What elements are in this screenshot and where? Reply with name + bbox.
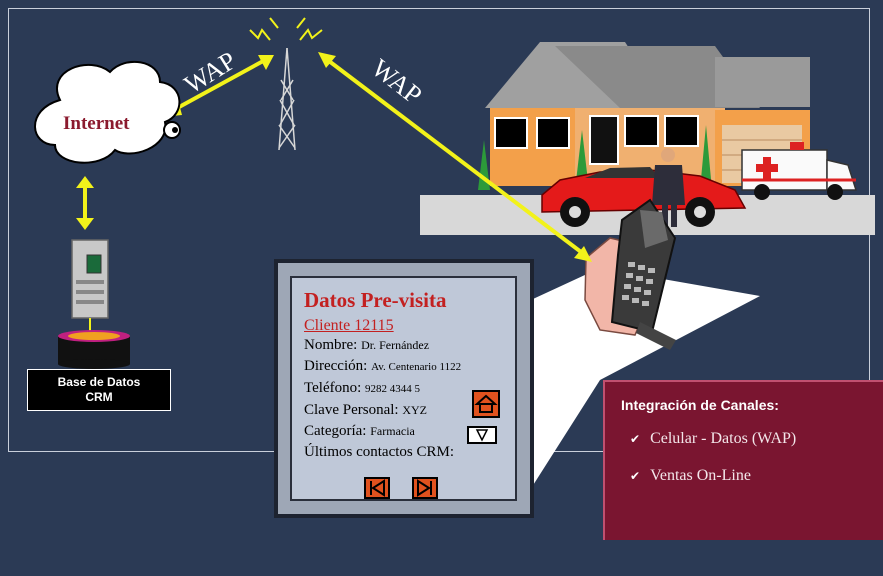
field-direccion: Dirección: Av. Centenario 1122: [304, 356, 515, 378]
database-icon: [58, 330, 130, 369]
field-value: 9282 4344 5: [365, 383, 420, 395]
field-value: Farmacia: [370, 424, 415, 438]
home-icon: [474, 392, 498, 416]
field-label: Clave Personal:: [304, 402, 399, 418]
ambulance-icon: [742, 142, 856, 200]
previous-icon: [366, 479, 388, 497]
field-nombre: Nombre: Dr. Fernández: [304, 335, 515, 356]
panel-item-label: Ventas On-Line: [650, 467, 751, 484]
category-dropdown-button[interactable]: [467, 426, 497, 444]
server-icon: [72, 240, 108, 335]
card-title: Datos Pre-visita: [304, 288, 515, 312]
field-label: Teléfono:: [304, 380, 361, 396]
signal-sparks: [250, 18, 322, 40]
panel-item-ventas: ✔ Ventas On-Line: [630, 467, 751, 485]
database-label-line2: CRM: [28, 390, 170, 405]
home-button[interactable]: [472, 390, 500, 418]
dropdown-icon: [469, 428, 495, 442]
field-value: XYZ: [402, 403, 427, 417]
check-icon: ✔: [630, 432, 640, 446]
antenna-tower-icon: [279, 48, 295, 150]
next-icon: [414, 479, 436, 497]
field-label: Categoría:: [304, 423, 366, 439]
panel-item-celular: ✔ Celular - Datos (WAP): [630, 430, 796, 448]
field-value: Av. Centenario 1122: [371, 361, 461, 373]
field-label: Nombre:: [304, 337, 357, 353]
field-label: Dirección:: [304, 358, 367, 374]
next-contact-button[interactable]: [412, 477, 438, 499]
previsit-card: Datos Pre-visita Cliente 12115 Nombre: D…: [290, 276, 517, 501]
previous-contact-button[interactable]: [364, 477, 390, 499]
database-label-line1: Base de Datos: [28, 375, 170, 390]
panel-title: Integración de Canales:: [621, 397, 779, 413]
field-label: Últimos contactos CRM:: [304, 444, 454, 460]
database-label: Base de Datos CRM: [27, 369, 171, 411]
arrow-internet-database: [76, 176, 94, 230]
internet-label: Internet: [63, 113, 129, 135]
field-value: Dr. Fernández: [361, 338, 429, 352]
client-link[interactable]: Cliente 12115: [304, 316, 515, 335]
panel-item-label: Celular - Datos (WAP): [650, 430, 796, 447]
check-icon: ✔: [630, 469, 640, 483]
